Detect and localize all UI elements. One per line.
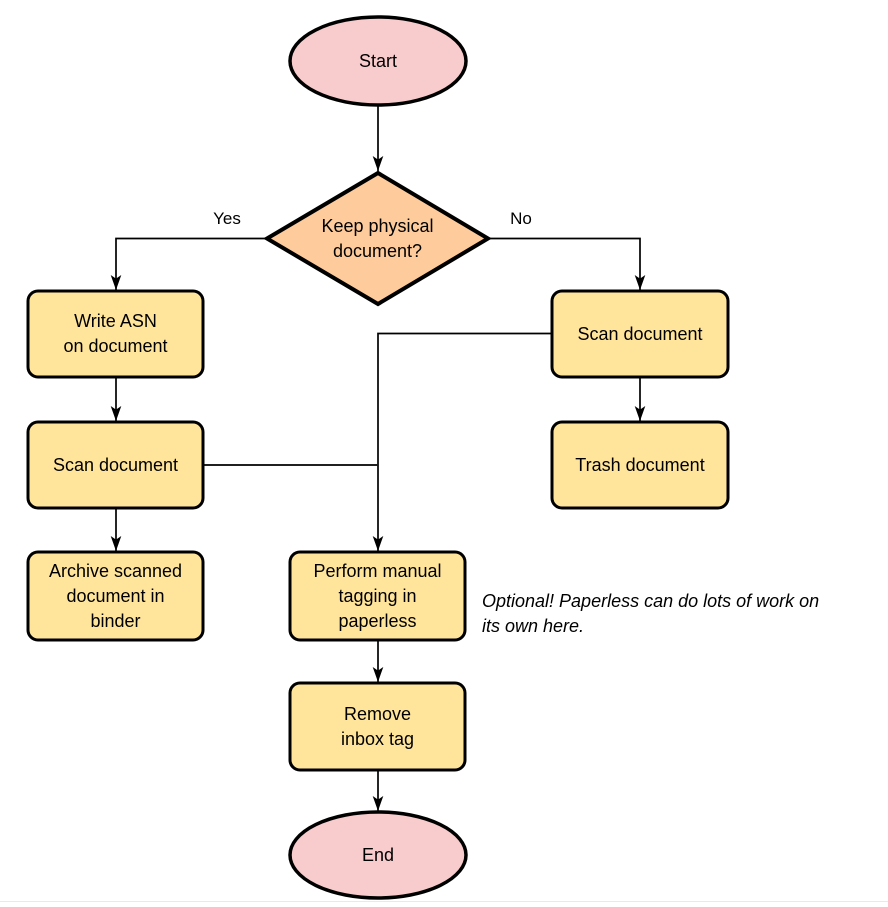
edge-decision-no (489, 237, 646, 290)
node-trash-shape (550, 420, 730, 510)
node-tagging-shape (288, 550, 467, 642)
node-write-asn-shape (26, 289, 205, 379)
node-archive-label: Archive scanned document in binder (48, 560, 183, 631)
node-remove-inbox-shape (288, 681, 467, 772)
node-end-shape (288, 810, 468, 900)
node-tagging-label: Perform manual tagging in paperless (313, 560, 442, 631)
node-archive-shape (26, 550, 205, 642)
edge-label-no: No (510, 209, 532, 228)
node-write-asn-label: Write ASN on document (63, 311, 168, 356)
node-scan-left-label: Scan document (52, 454, 179, 475)
bottom-divider (0, 901, 888, 902)
node-decision-shape (263, 170, 492, 307)
edge-scanright-to-tagging (372, 332, 552, 551)
edge-decision-yes (110, 237, 266, 290)
node-start-shape (288, 15, 468, 107)
node-trash-label: Trash document (575, 454, 705, 475)
node-start-label: Start (358, 50, 397, 71)
node-end-label: End (361, 844, 395, 865)
node-scan-right-label: Scan document (577, 323, 703, 344)
node-scan-right-shape (550, 289, 730, 379)
node-scan-left-shape (26, 420, 205, 510)
node-remove-inbox-label: Remove inbox tag (340, 703, 415, 749)
node-decision-label: Keep physical document? (321, 215, 434, 261)
optional-note: Optional! Paperless can do lots of work … (482, 591, 820, 636)
edge-label-yes: Yes (213, 209, 241, 228)
